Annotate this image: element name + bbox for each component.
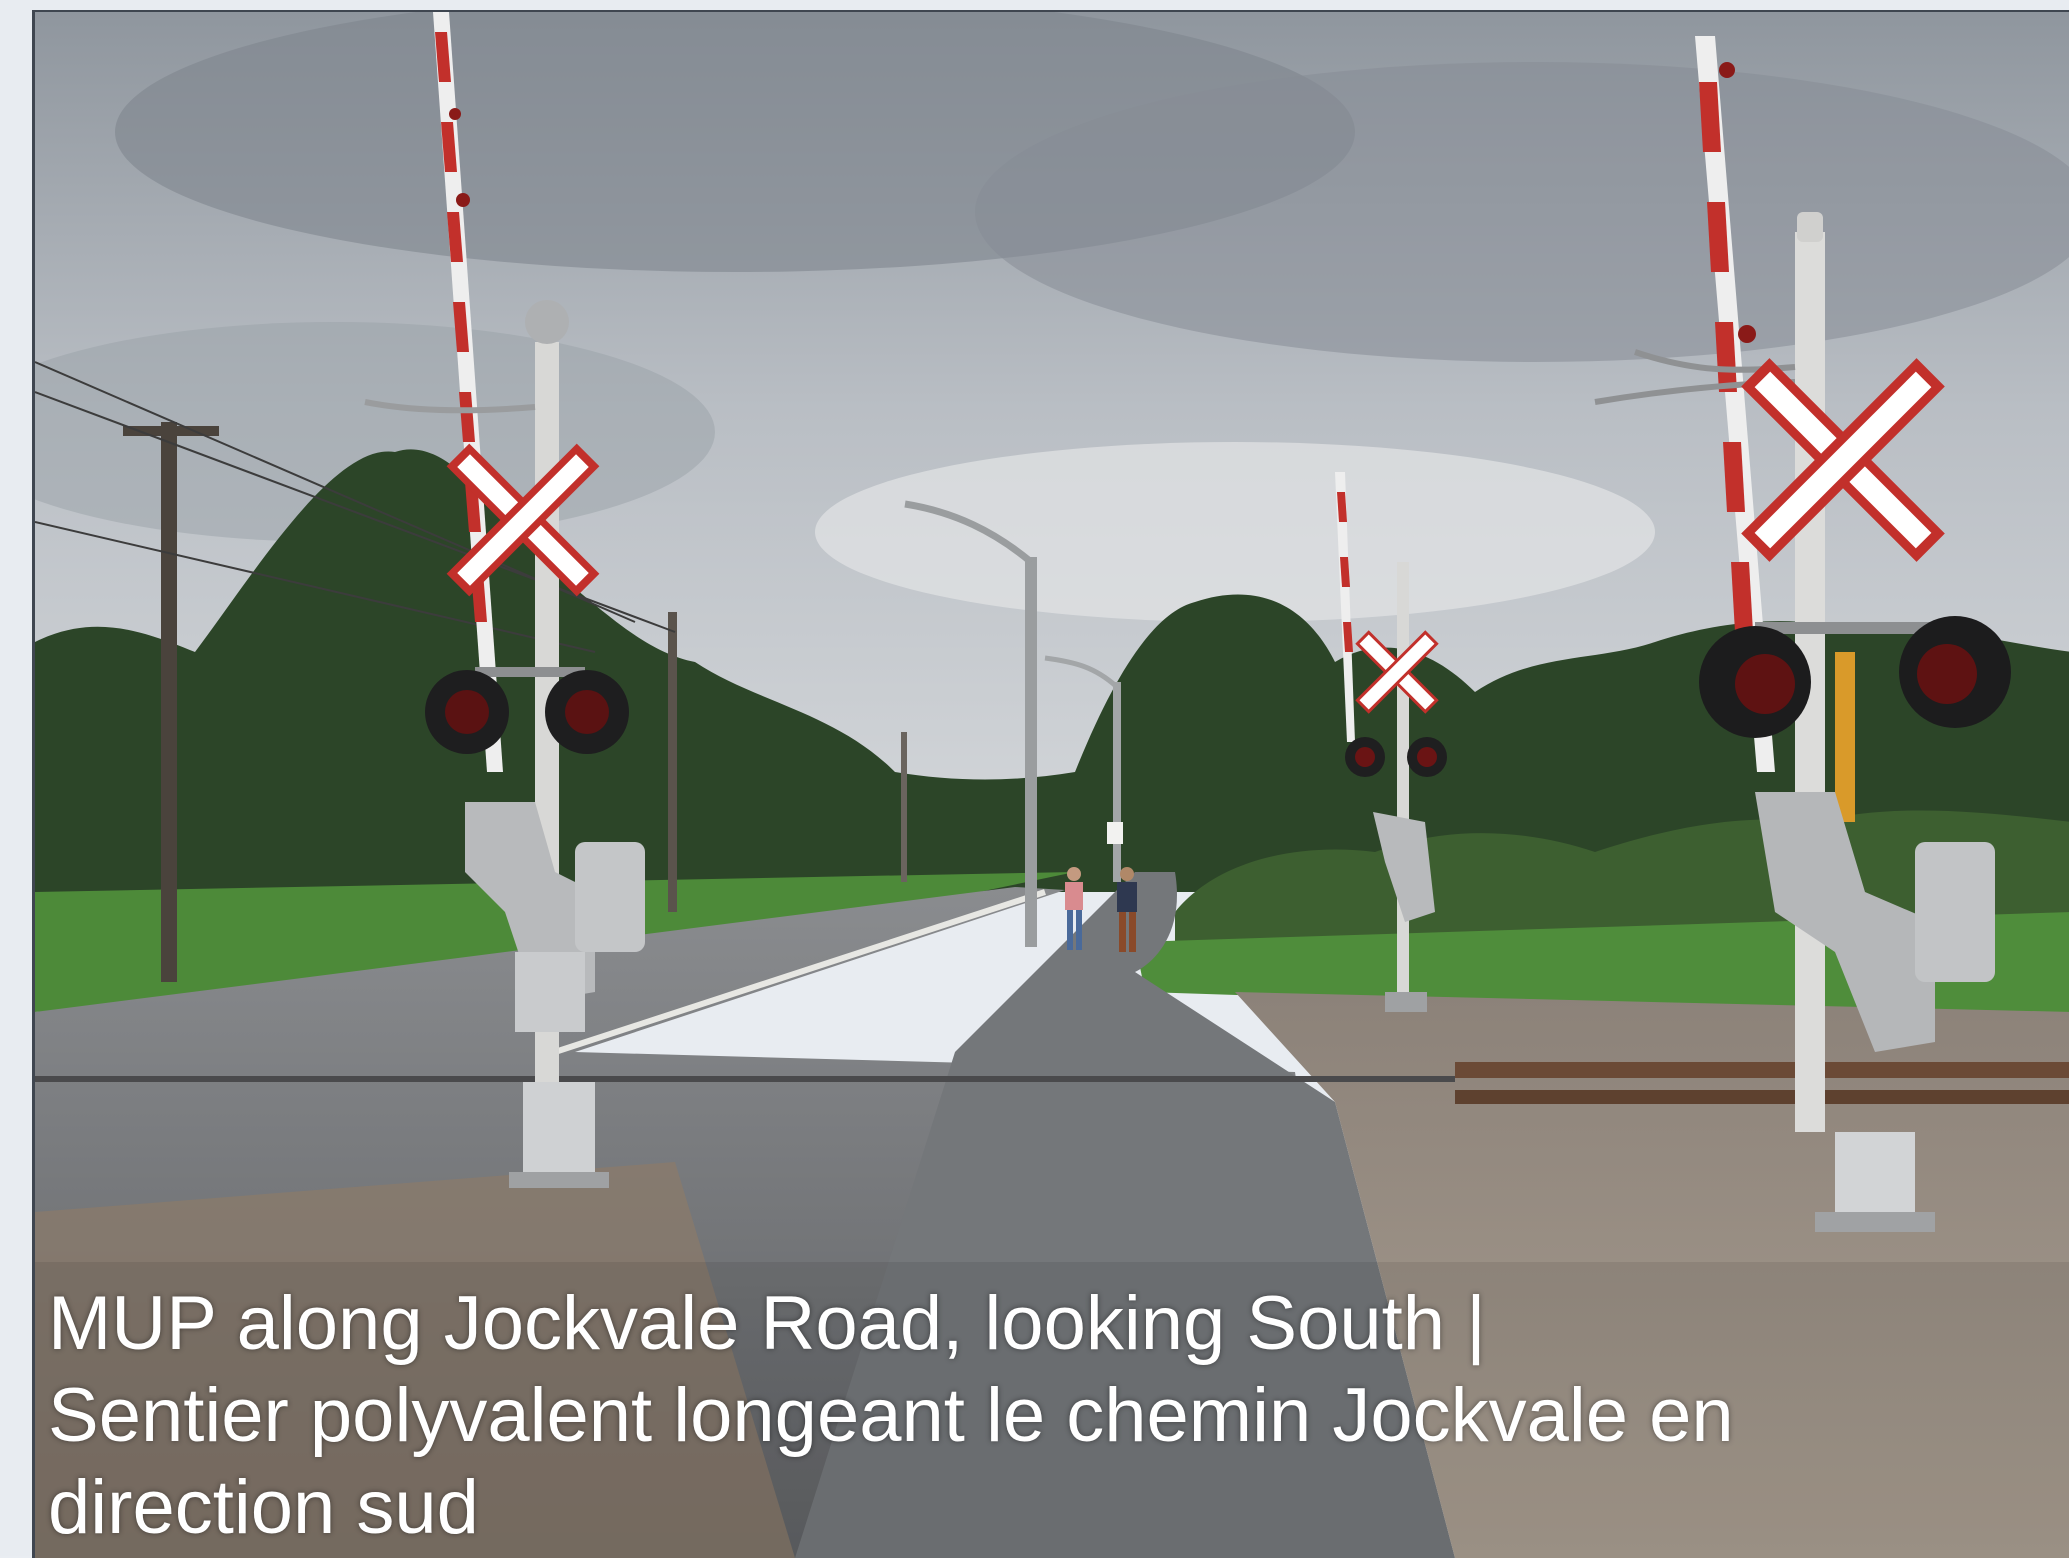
railway-track — [1455, 1090, 2069, 1104]
gate-mechanism — [1755, 792, 1935, 1052]
utility-pole — [668, 612, 677, 912]
caption-line-french: Sentier polyvalent longeant le chemin Jo… — [48, 1373, 1734, 1458]
street-light-pole — [1113, 682, 1121, 882]
street-light-arm — [904, 500, 1034, 565]
far-crossing-signal — [1335, 472, 1447, 1012]
utility-pole — [161, 422, 177, 982]
road-edge-line — [554, 889, 1046, 1055]
utility-pole — [901, 732, 907, 882]
crossbuck-sign — [1741, 358, 1945, 562]
utility-pole-crossarm — [123, 426, 219, 436]
track-crossing-line — [35, 1076, 1455, 1082]
railway-crossing-photo — [32, 10, 2069, 1558]
street-light-arm — [1044, 655, 1119, 689]
speed-sign — [1107, 822, 1123, 844]
caption-line-french-cont: direction sud — [48, 1465, 479, 1550]
crossbuck-sign — [446, 443, 600, 597]
multi-use-path — [795, 872, 1455, 1558]
caption-backdrop — [35, 1262, 2069, 1558]
caption-line-english: MUP along Jockvale Road, looking South | — [48, 1281, 1486, 1366]
right-crossing-signal — [1594, 36, 2011, 1232]
cloud — [975, 62, 2069, 362]
pedestrian — [1065, 867, 1083, 950]
street-light-pole — [1025, 557, 1037, 947]
photo-caption: MUP along Jockvale Road, looking South |… — [48, 1278, 1898, 1554]
photo-scene — [35, 12, 2069, 1558]
left-crossing-signal — [364, 12, 645, 1188]
dry-grass-left — [35, 1162, 795, 1558]
signal-base — [523, 1082, 595, 1182]
pedestrian — [1117, 867, 1137, 952]
gate-arm — [1335, 472, 1355, 742]
railway-track — [1455, 1062, 2069, 1078]
signal-base — [1835, 1132, 1915, 1222]
signal-mast — [1397, 562, 1409, 1002]
